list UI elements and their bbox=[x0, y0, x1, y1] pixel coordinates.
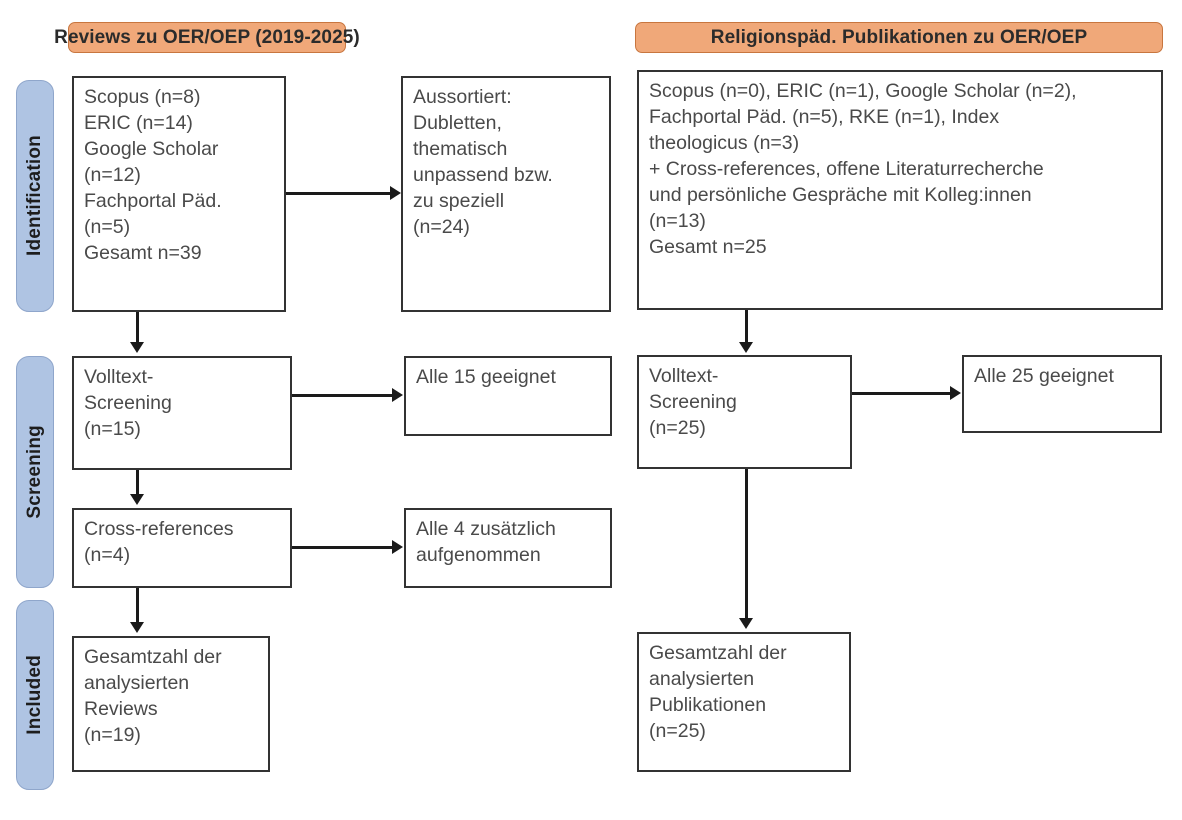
arrowhead-right-screening-to-included bbox=[739, 618, 753, 629]
box-left-identification-sources: Scopus (n=8) ERIC (n=14) Google Scholar … bbox=[72, 76, 286, 312]
connector-left-crossref-to-included bbox=[136, 588, 139, 624]
box-right-fulltext-result: Alle 25 geeignet bbox=[962, 355, 1162, 433]
connector-right-id-to-screening bbox=[745, 310, 748, 344]
stage-tab-included-label: Included bbox=[24, 655, 45, 735]
box-right-included-total: Gesamtzahl der analysierten Publikatione… bbox=[637, 632, 851, 772]
stage-tab-screening-label: Screening bbox=[24, 425, 45, 519]
connector-left-id-to-screening bbox=[136, 312, 139, 344]
column-header-right: Religionspäd. Publikationen zu OER/OEP bbox=[635, 22, 1163, 53]
connector-right-screening-to-result bbox=[852, 392, 950, 395]
arrowhead-left-id-to-excluded bbox=[390, 186, 401, 200]
connector-left-screening-to-crossref bbox=[136, 470, 139, 496]
stage-tab-identification: Identification bbox=[16, 80, 54, 312]
stage-tab-identification-label: Identification bbox=[24, 135, 45, 257]
arrowhead-left-id-to-screening bbox=[130, 342, 144, 353]
arrowhead-right-screening-to-result bbox=[950, 386, 961, 400]
stage-tab-included: Included bbox=[16, 600, 54, 790]
box-right-fulltext-screening: Volltext- Screening (n=25) bbox=[637, 355, 852, 469]
box-left-cross-references-result: Alle 4 zusätzlich aufgenommen bbox=[404, 508, 612, 588]
arrowhead-left-crossref-to-included bbox=[130, 622, 144, 633]
arrowhead-right-id-to-screening bbox=[739, 342, 753, 353]
box-right-identification-sources: Scopus (n=0), ERIC (n=1), Google Scholar… bbox=[637, 70, 1163, 310]
connector-right-screening-to-included bbox=[745, 469, 748, 621]
box-left-fulltext-result: Alle 15 geeignet bbox=[404, 356, 612, 436]
box-left-identification-excluded: Aussortiert: Dubletten, thematisch unpas… bbox=[401, 76, 611, 312]
stage-tab-screening: Screening bbox=[16, 356, 54, 588]
connector-left-screening-to-result bbox=[292, 394, 392, 397]
arrowhead-left-crossref-to-result bbox=[392, 540, 403, 554]
box-left-fulltext-screening: Volltext- Screening (n=15) bbox=[72, 356, 292, 470]
arrowhead-left-screening-to-crossref bbox=[130, 494, 144, 505]
connector-left-id-to-excluded bbox=[286, 192, 390, 195]
connector-left-crossref-to-result bbox=[292, 546, 392, 549]
box-left-cross-references: Cross-references (n=4) bbox=[72, 508, 292, 588]
column-header-left: Reviews zu OER/OEP (2019-2025) bbox=[54, 22, 360, 53]
arrowhead-left-screening-to-result bbox=[392, 388, 403, 402]
box-left-included-total: Gesamtzahl der analysierten Reviews (n=1… bbox=[72, 636, 270, 772]
